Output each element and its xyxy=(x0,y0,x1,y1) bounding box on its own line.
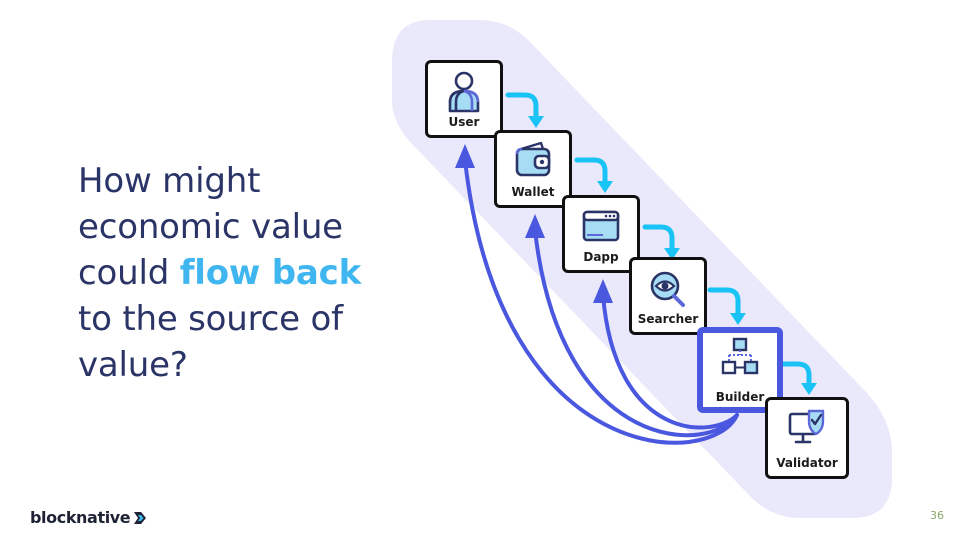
return-arrowhead-wallet xyxy=(525,214,545,238)
headline-line: economic value xyxy=(78,207,343,247)
flow-arrow-wallet-dapp xyxy=(574,157,608,186)
node-dapp[interactable]: Dapp xyxy=(562,195,640,273)
node-wallet[interactable]: Wallet xyxy=(494,130,572,208)
flow-arrow-user-wallet xyxy=(505,92,539,121)
return-arrow-wallet xyxy=(533,228,739,438)
flow-arrow-searcher-builder xyxy=(707,287,741,318)
return-arrowhead-dapp xyxy=(593,279,613,303)
flow-arrowhead-5 xyxy=(801,383,817,395)
browser-window-icon xyxy=(582,210,620,242)
flow-arrowhead-4 xyxy=(730,313,746,325)
node-label: Builder xyxy=(715,390,765,404)
node-label: Searcher xyxy=(637,312,699,326)
user-icon xyxy=(448,71,480,113)
node-label: Validator xyxy=(776,456,838,470)
node-searcher[interactable]: Searcher xyxy=(629,257,707,335)
headline-highlight: flow back xyxy=(179,253,362,293)
flow-arrowhead-1 xyxy=(528,116,544,128)
brand-mark-icon xyxy=(134,511,147,524)
search-eye-icon xyxy=(650,271,685,307)
node-label: User xyxy=(448,115,480,129)
brand-logo: blocknative xyxy=(30,508,147,527)
flow-arrowhead-2 xyxy=(597,181,613,193)
slide-headline: How might economic value could flow back… xyxy=(78,158,398,388)
brand-name: blocknative xyxy=(30,508,131,527)
monitor-check-icon xyxy=(788,409,825,444)
node-label: Wallet xyxy=(511,185,555,199)
return-arrowhead-user xyxy=(455,144,475,168)
return-arrow-user xyxy=(463,158,739,445)
headline-text: could xyxy=(78,253,180,293)
headline-line: to the source of xyxy=(78,299,343,339)
headline-line: How might xyxy=(78,161,261,201)
node-label: Dapp xyxy=(583,250,619,264)
node-validator[interactable]: Validator xyxy=(765,397,849,479)
flow-arrow-builder-validator xyxy=(779,361,812,388)
wallet-icon xyxy=(515,141,551,177)
return-arrow-dapp xyxy=(601,293,739,430)
flow-arrowhead-3 xyxy=(664,248,680,260)
headline-line: could flow back xyxy=(78,250,398,296)
flow-arrow-dapp-searcher xyxy=(642,224,675,253)
node-user[interactable]: User xyxy=(425,60,503,138)
page-number: 36 xyxy=(930,509,944,522)
block-diagram-icon xyxy=(721,337,759,375)
headline-line: value? xyxy=(78,345,188,385)
